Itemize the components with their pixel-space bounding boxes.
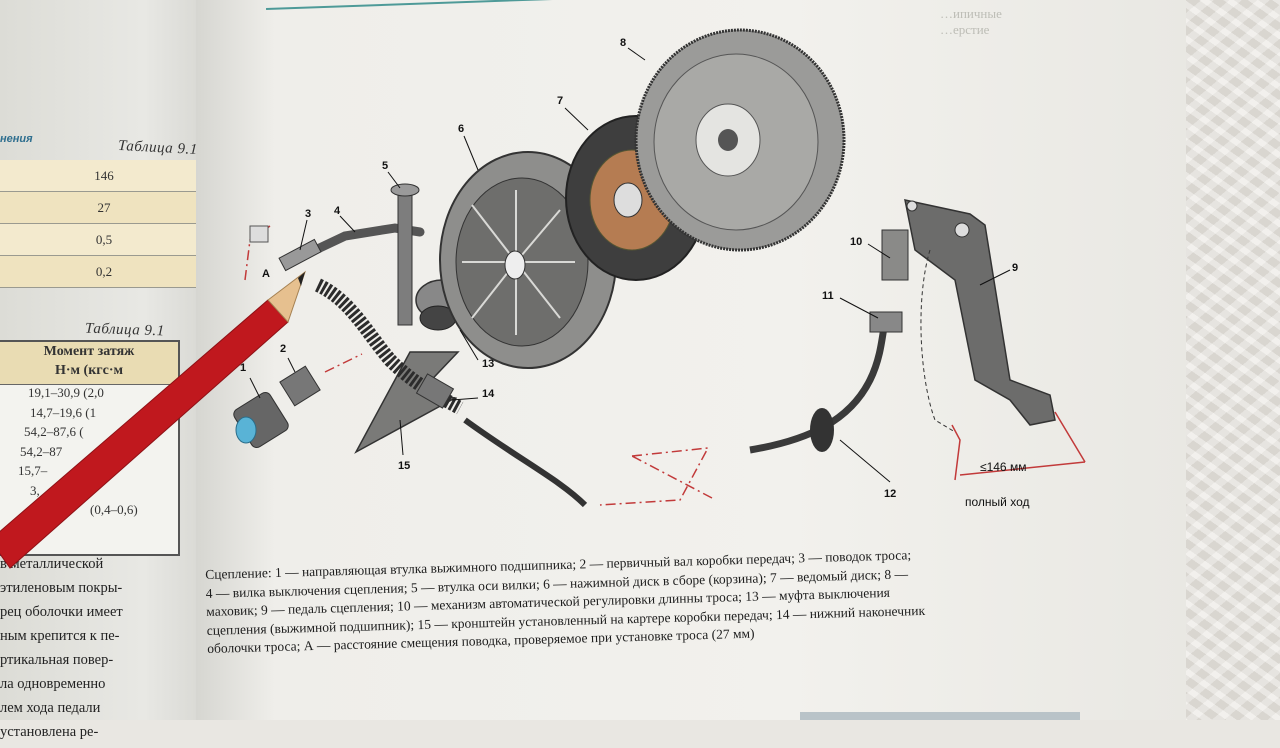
flywheel-center [718, 129, 738, 151]
table-row: 27 [0, 192, 208, 224]
part-label-9: 9 [1012, 262, 1019, 274]
part-label-2: 2 [280, 343, 287, 355]
pedal-pivot [954, 222, 970, 238]
fork-shaft-5 [397, 194, 413, 326]
part-label-8: 8 [620, 37, 627, 49]
cable-lever-3 [278, 238, 322, 272]
part-label-A: А [262, 268, 270, 280]
pedal-ghost-outline [920, 249, 956, 433]
pressure-plate-hub [504, 250, 526, 280]
part-label-4: 4 [334, 205, 341, 217]
part-label-5: 5 [382, 160, 389, 172]
table-row: 0,2 [0, 256, 208, 288]
part-label-13: 13 [482, 358, 495, 370]
part-label-14: 14 [482, 388, 495, 400]
table-row: 0,5 [0, 224, 208, 256]
section-label: нения [0, 133, 33, 145]
part-label-12: 12 [884, 488, 897, 500]
page-edge-bar [800, 712, 1080, 720]
disc-center [613, 182, 643, 218]
part-label-11: 11 [822, 290, 834, 302]
part-label-3: 3 [305, 208, 312, 220]
part-label-7: 7 [557, 95, 564, 107]
lever-end [249, 225, 269, 243]
part-label-15: 15 [398, 460, 411, 472]
travel-dimension [951, 411, 1086, 481]
cable-tip-14 [415, 373, 455, 409]
cable-lower-end [463, 417, 588, 508]
ghost-header: …ипичные …ерстие [940, 6, 1002, 37]
table-row: 146 [0, 160, 208, 192]
guide-sleeve-face [235, 416, 257, 444]
clutch-cable [749, 319, 889, 454]
dimension-label: ≤146 мм [980, 460, 1027, 474]
stroke-label: полный ход [965, 495, 1030, 509]
input-shaft-2 [279, 365, 321, 407]
grommet-12 [810, 408, 834, 452]
part-label-1: 1 [240, 362, 247, 374]
part-label-6: 6 [458, 123, 465, 135]
clutch-pedal-9 [904, 199, 1056, 426]
part-label-10: 10 [850, 236, 863, 248]
shaft-bushing [390, 183, 420, 197]
cable-clamp-11 [869, 311, 903, 333]
pedal-pin [906, 200, 918, 212]
table1: 146 27 0,5 0,2 [0, 160, 208, 288]
adjuster-10 [881, 229, 909, 281]
